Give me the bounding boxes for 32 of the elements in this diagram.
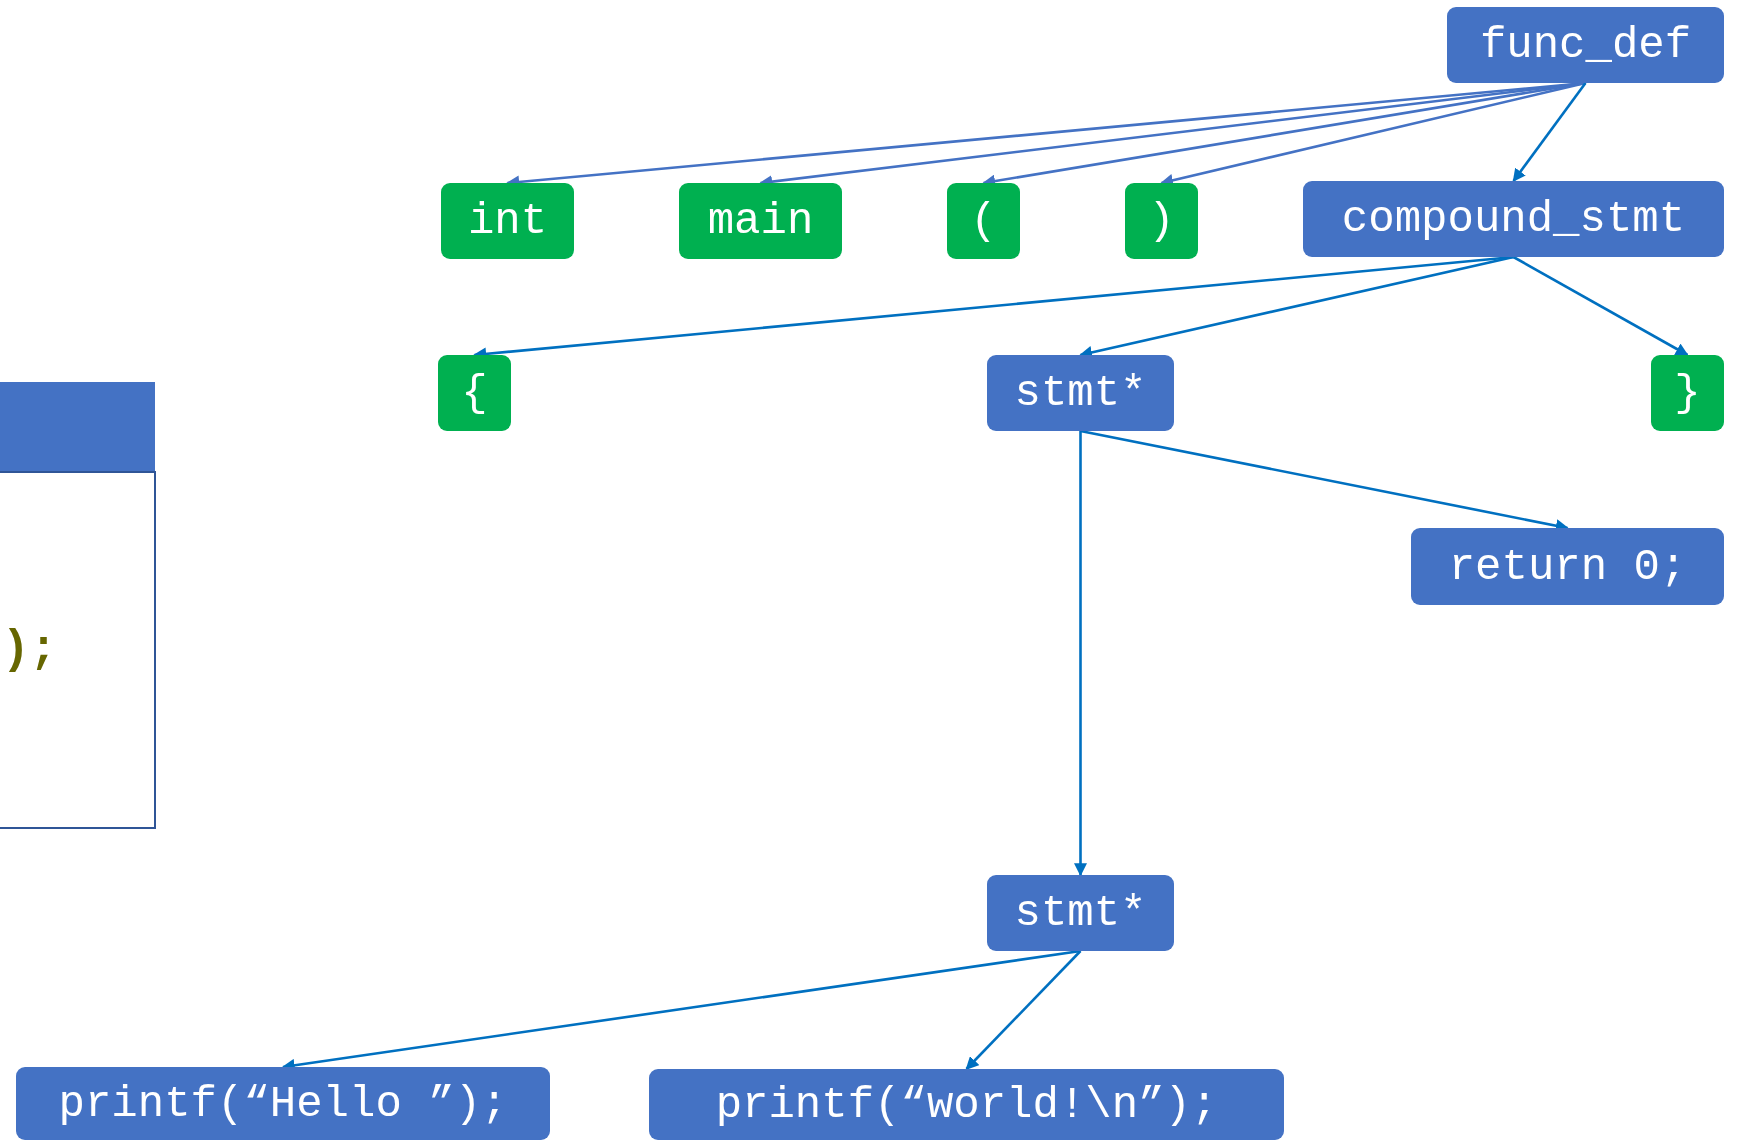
code-text: printf(“world!\n”); — [715, 1079, 1218, 1130]
code-text: { — [461, 368, 488, 418]
code-text: ); — [2, 624, 58, 676]
code-text: ( — [970, 196, 997, 246]
terminal-node — [441, 183, 574, 259]
terminal-node — [1651, 355, 1724, 431]
code-text: return 0; — [1448, 541, 1687, 592]
code-text: stmt* — [1014, 888, 1147, 938]
terminal-node — [679, 183, 842, 259]
nonterminal-node — [987, 875, 1174, 951]
terminal-node — [947, 183, 1020, 259]
terminal-node — [438, 355, 511, 431]
code-text: stmt* — [1014, 368, 1147, 418]
code-text: printf(“Hello ”); — [58, 1078, 508, 1129]
nonterminal-node — [16, 1067, 550, 1140]
nonterminal-node — [1447, 7, 1724, 83]
code-panel — [0, 471, 156, 829]
code-text: main — [707, 196, 814, 246]
arrow — [965, 950, 1082, 1070]
code-text: int — [467, 196, 548, 246]
arrow — [1512, 82, 1587, 183]
code-text: } — [1674, 368, 1701, 418]
code-text: compound_stmt — [1341, 194, 1686, 244]
nonterminal-node — [1411, 528, 1724, 605]
terminal-node — [1125, 183, 1198, 259]
arrow — [1512, 255, 1689, 357]
arrow — [1074, 431, 1087, 877]
code-text: ) — [1148, 196, 1175, 246]
nonterminal-node — [1303, 181, 1724, 257]
nonterminal-node — [987, 355, 1174, 431]
code-text: func_def — [1479, 20, 1692, 70]
nonterminal-node — [649, 1069, 1284, 1140]
